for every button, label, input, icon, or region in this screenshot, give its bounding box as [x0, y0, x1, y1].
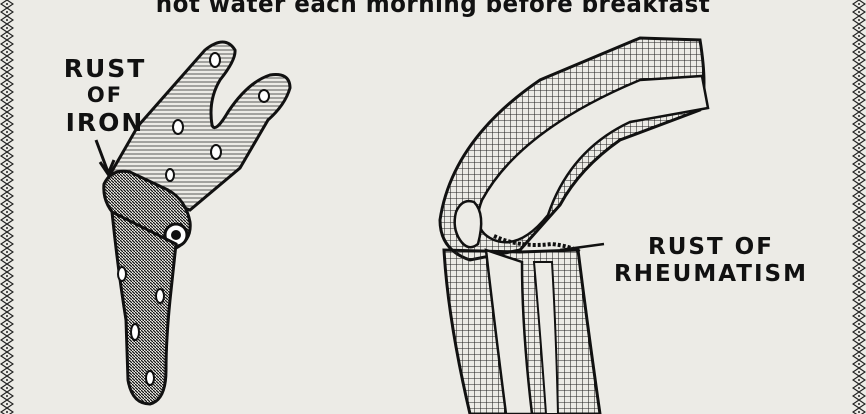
rust-of-iron-label: RUST OF IRON — [40, 56, 170, 139]
iron-arrow — [96, 140, 114, 174]
rheum-label-line1: RUST OF — [596, 236, 826, 259]
iron-label-line1: RUST — [40, 56, 170, 81]
rust-of-rheumatism-label: RUST OF RHEUMATISM — [596, 236, 826, 290]
hinge-lower-leaf — [112, 212, 176, 404]
knee-joint-drawing — [440, 38, 708, 414]
iron-label-line2: OF — [40, 85, 170, 106]
rheum-label-line2: RHEUMATISM — [596, 263, 826, 286]
iron-label-line3: IRON — [40, 110, 170, 135]
